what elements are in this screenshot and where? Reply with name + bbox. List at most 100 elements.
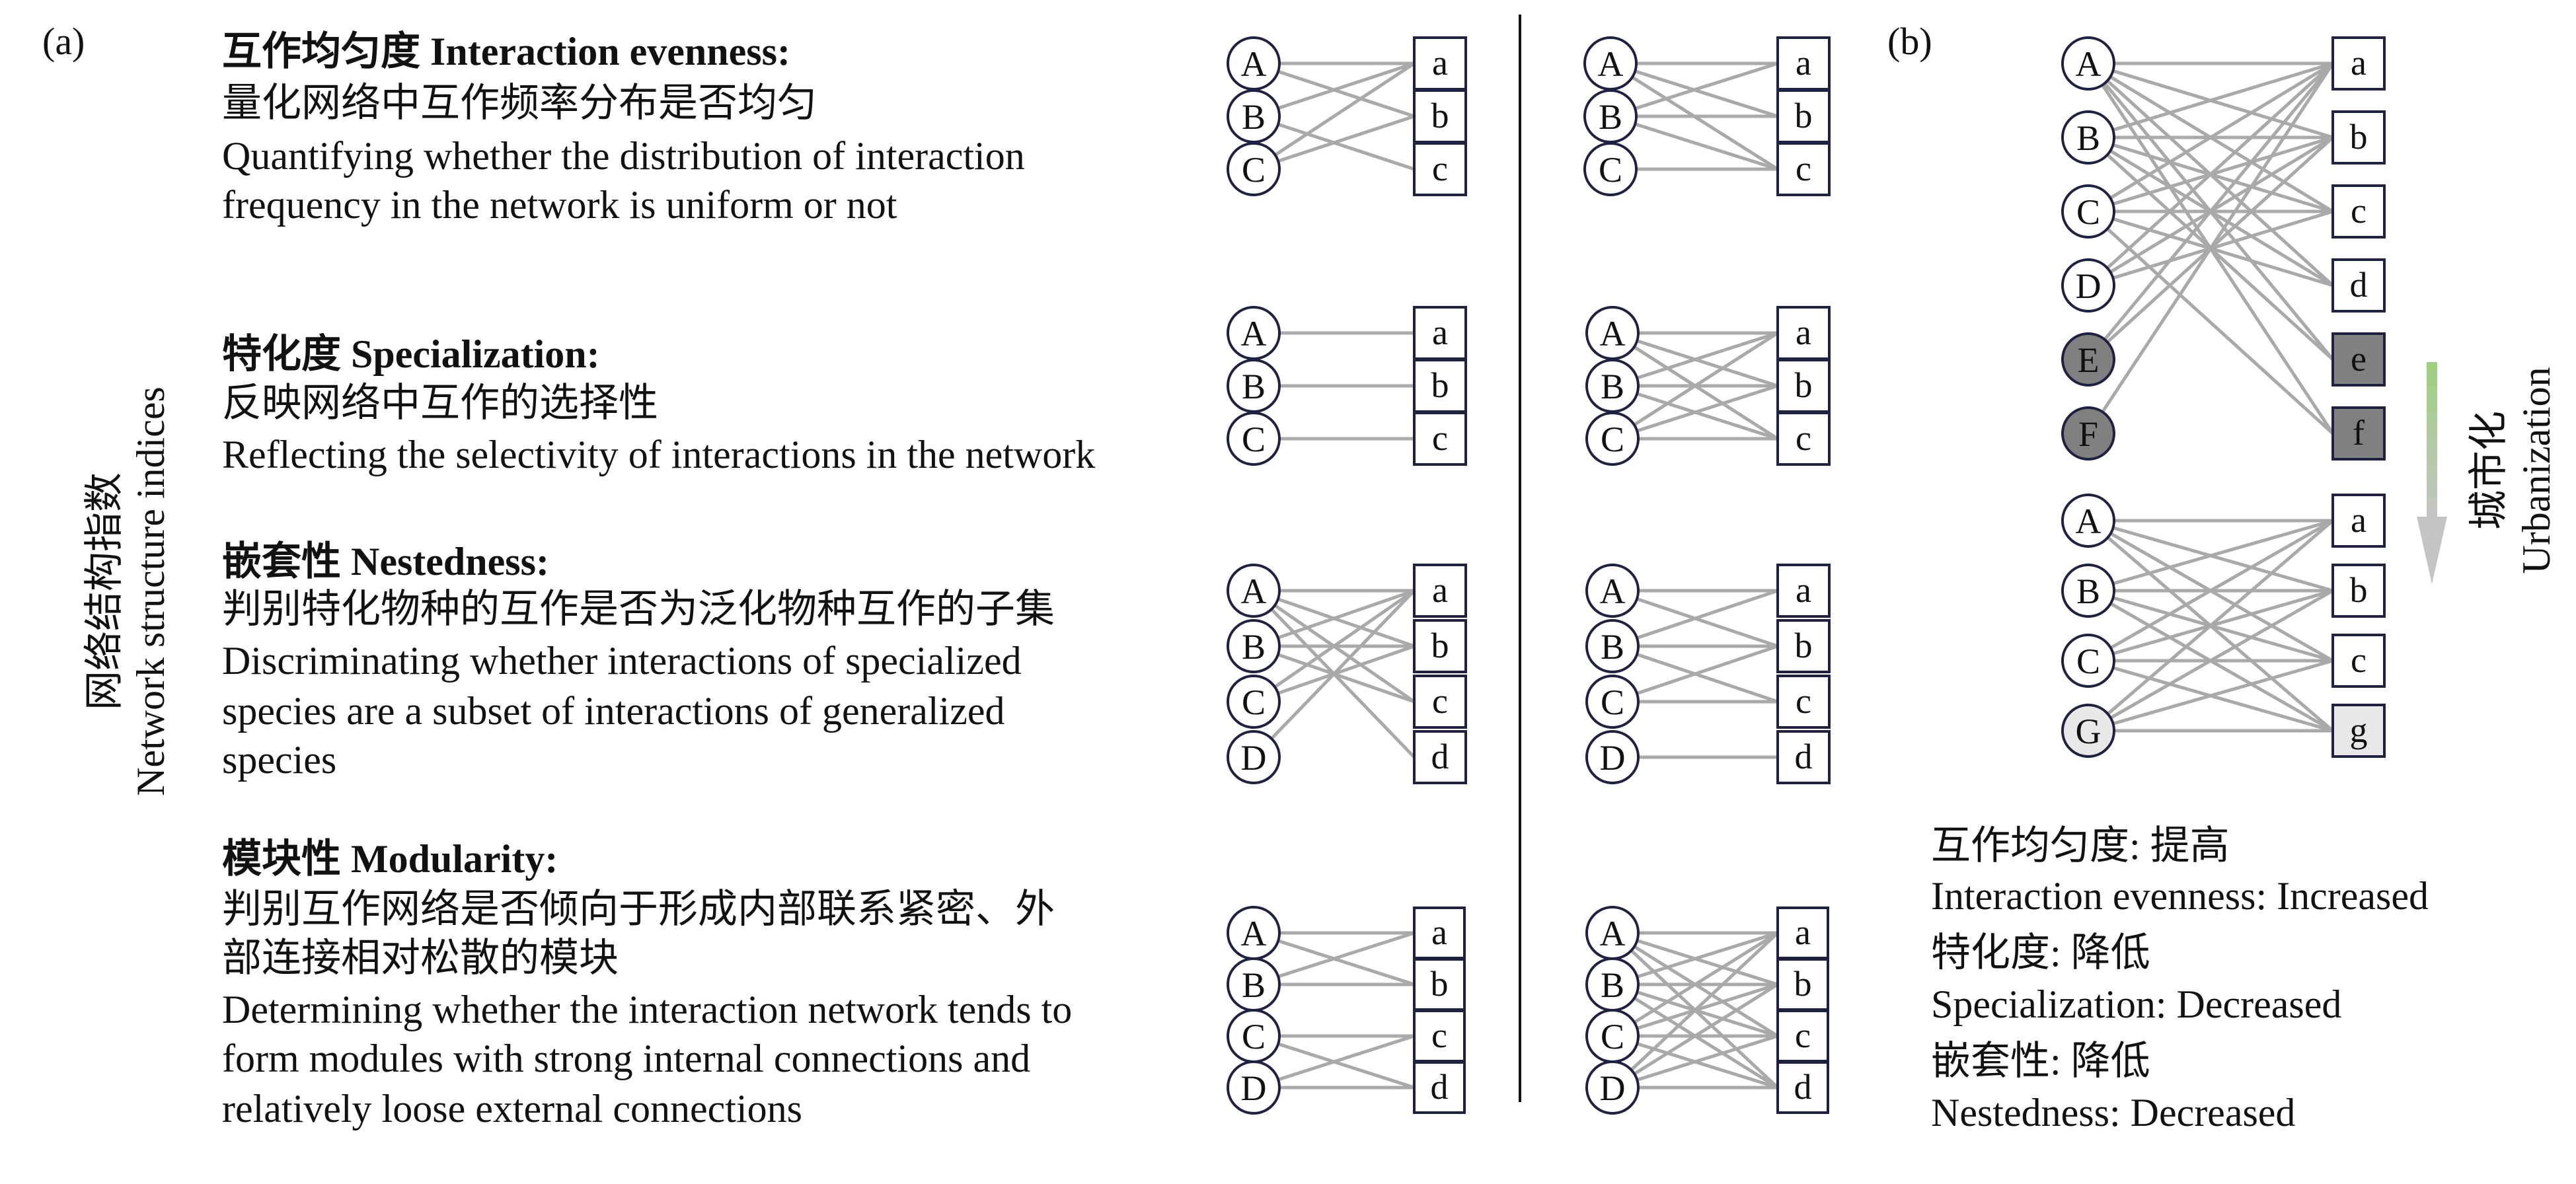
species-node-square <box>2331 494 2386 548</box>
species-node-square <box>2331 184 2386 239</box>
species-node-label: C <box>1601 420 1624 459</box>
species-node-label: C <box>1601 1017 1624 1056</box>
species-node-label: A <box>1241 914 1267 953</box>
species-node-label: c <box>2351 640 2367 680</box>
index-description-en: Determining whether the interaction netw… <box>222 988 1072 1031</box>
species-node-label: b <box>1794 964 1812 1004</box>
species-node-label: a <box>1795 912 1811 952</box>
network-edge <box>2087 62 2334 287</box>
network-edge <box>1612 589 1778 648</box>
species-node-circle <box>2061 332 2115 387</box>
species-node-label: b <box>2350 117 2368 157</box>
species-node-label: b <box>1795 365 1813 405</box>
species-node-label: A <box>1241 314 1267 353</box>
species-node-square <box>2331 634 2386 688</box>
axis-label-en: Network structure indices <box>129 387 172 796</box>
species-node-circle <box>1227 564 1281 618</box>
species-node-label: A <box>1600 314 1626 353</box>
species-node-label: A <box>1598 44 1624 84</box>
species-node-square <box>2331 406 2386 461</box>
species-node-label: A <box>1600 572 1626 611</box>
species-node-circle <box>2061 258 2115 313</box>
species-node-circle <box>1227 675 1281 729</box>
network-edge <box>2088 61 2333 139</box>
species-node-label: d <box>2350 265 2368 305</box>
species-node-label: b <box>1431 96 1449 135</box>
species-node-label: a <box>1796 313 1811 352</box>
index-title: 嵌套性 Nestedness: <box>222 540 549 583</box>
species-node-label: C <box>2076 642 2100 681</box>
species-node-label: C <box>1242 420 1266 459</box>
result-en: Specialization: Decreased <box>1931 982 2341 1026</box>
index-description-cn: 量化网络中互作频率分布是否均匀 <box>222 81 817 125</box>
index-title: 互作均匀度 Interaction evenness: <box>222 30 790 73</box>
species-node-label: B <box>1242 627 1266 667</box>
network-edge <box>1252 61 1416 171</box>
network-edge <box>1253 589 1415 648</box>
network-edge <box>2087 62 2334 361</box>
network-edge <box>2087 61 2334 213</box>
network-edge <box>1252 589 1416 704</box>
network-edge <box>1610 61 1778 118</box>
species-node-label: c <box>1796 681 1811 721</box>
species-node-circle <box>1583 142 1638 196</box>
species-node-label: a <box>1432 313 1448 352</box>
species-node-circle <box>1585 412 1640 466</box>
index-description-cn: 判别特化物种的互作是否为泛化物种互作的子集 <box>222 587 1055 631</box>
network-edge <box>1610 114 1778 171</box>
result-cn: 互作均匀度: 提高 <box>1931 824 2230 868</box>
species-node-label: B <box>1242 97 1266 137</box>
species-node-square <box>2331 110 2386 165</box>
species-node-circle <box>1585 564 1640 618</box>
index-title: 特化度 Specialization: <box>222 332 600 376</box>
species-node-circle <box>1227 412 1281 466</box>
species-node-square <box>1776 1010 1829 1062</box>
species-node-circle <box>1585 730 1640 784</box>
species-node-label: G <box>2076 712 2102 751</box>
network-edge <box>1253 931 1415 986</box>
species-node-circle <box>2061 184 2115 239</box>
species-node-circle <box>1227 619 1281 673</box>
species-node-label: C <box>1599 150 1622 190</box>
species-node-label: c <box>1796 149 1811 188</box>
species-node-label: c <box>1432 681 1448 721</box>
index-interaction-evenness: 互作均匀度 Interaction evenness: 量化网络中互作频率分布是… <box>222 30 1025 227</box>
species-node-label: A <box>1241 572 1267 611</box>
species-node-square <box>1413 142 1467 196</box>
species-node-square <box>1776 142 1831 196</box>
species-node-label: c <box>1795 1016 1811 1055</box>
species-node-circle <box>2061 494 2115 548</box>
species-node-circle <box>1227 1060 1281 1115</box>
species-node-circle <box>2061 564 2115 618</box>
species-node-circle <box>2061 704 2115 758</box>
panel-b-label: (b) <box>1887 20 1932 63</box>
species-node-circle <box>1585 1060 1640 1115</box>
species-node-label: D <box>1241 1068 1267 1108</box>
network-edge <box>1611 982 1779 1090</box>
axis-label-cn: 网络结构指数 <box>83 472 126 710</box>
network-edge <box>1612 384 1778 441</box>
species-node-label: b <box>1431 626 1449 665</box>
species-node-square <box>1776 564 1831 618</box>
species-node-label: A <box>2076 44 2102 84</box>
species-node-label: B <box>1601 367 1624 406</box>
species-node-label: E <box>2078 340 2100 380</box>
species-node-square <box>1413 958 1466 1011</box>
species-node-label: b <box>1431 365 1449 405</box>
index-description-en: species <box>222 738 336 782</box>
species-node-square <box>1776 1061 1829 1114</box>
species-node-label: a <box>1796 43 1811 83</box>
species-node-label: C <box>1242 150 1266 190</box>
networks-layer: ABCabcABCabcABCabcABCabcABCDabcdABCDabcd… <box>1227 36 2386 1115</box>
species-node-square <box>1413 730 1467 784</box>
species-node-label: C <box>1242 1017 1266 1056</box>
species-node-square <box>1776 306 1831 360</box>
species-node-label: a <box>1432 43 1448 83</box>
species-node-label: a <box>2351 500 2367 540</box>
species-node-label: c <box>1431 1016 1447 1055</box>
